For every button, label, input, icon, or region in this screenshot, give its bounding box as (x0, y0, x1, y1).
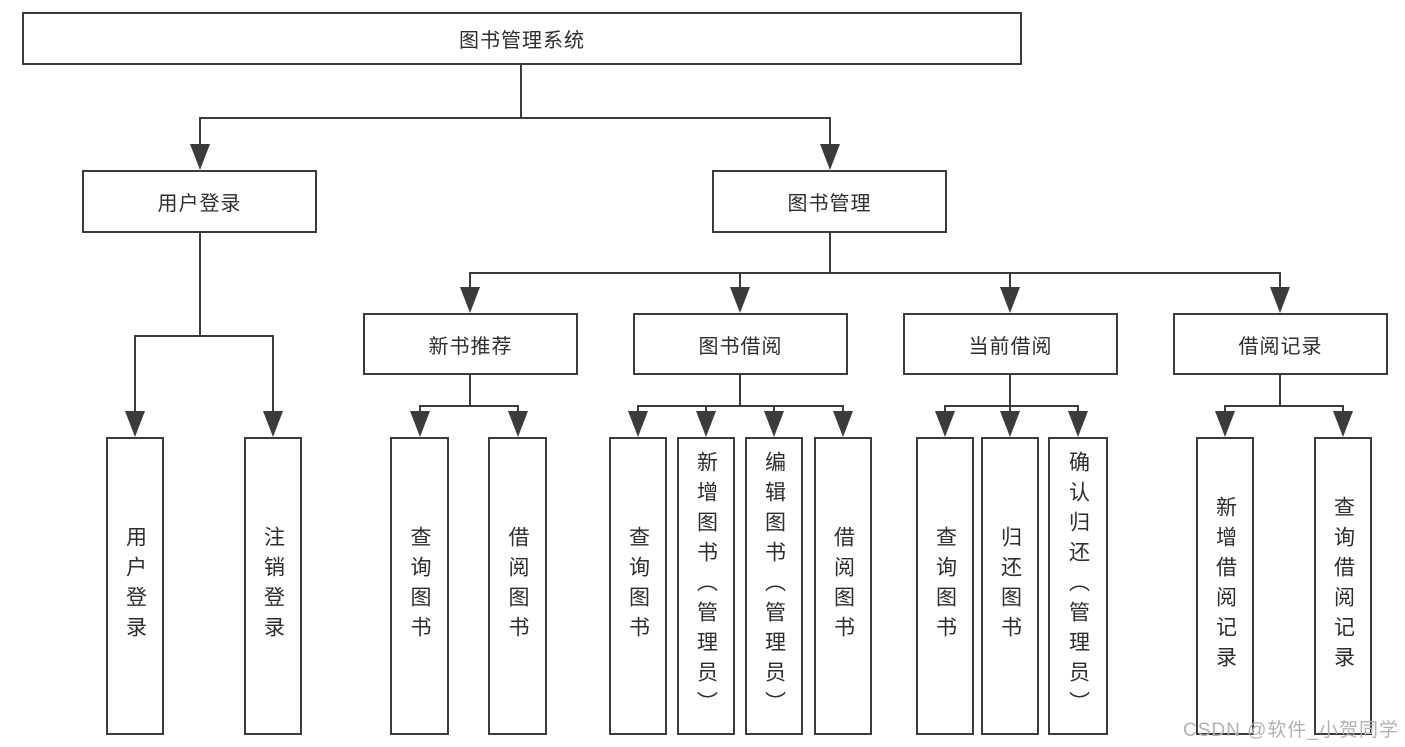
arrowhead-icon (1000, 411, 1020, 437)
leaf-query-borrow-record: 查询借阅记录 (1314, 437, 1372, 735)
connector-line (1009, 274, 1011, 289)
connector-line (469, 272, 1281, 274)
connector-line (517, 407, 519, 413)
leaf-logout-label: 注销登录 (261, 526, 285, 646)
connector-line (469, 375, 471, 406)
leaf-return-book-label: 归还图书 (998, 526, 1022, 646)
connector-line (199, 119, 201, 146)
leaf-confirm-return-label: 确认归还（管理员） (1066, 451, 1090, 721)
leaf-borrow-book-2-label: 借阅图书 (831, 526, 855, 646)
leaf-query-book-2: 查询图书 (609, 437, 667, 735)
node-new-book-rec: 新书推荐 (363, 313, 578, 375)
leaf-borrow-book-1: 借阅图书 (488, 437, 547, 735)
leaf-borrow-book-2: 借阅图书 (814, 437, 872, 735)
leaf-add-book-label: 新增图书（管理员） (694, 451, 718, 721)
connector-line (1279, 274, 1281, 289)
connector-line (739, 375, 741, 406)
leaf-return-book: 归还图书 (981, 437, 1039, 735)
arrowhead-icon (935, 411, 955, 437)
arrowhead-icon (263, 411, 283, 437)
leaf-query-book-3: 查询图书 (916, 437, 974, 735)
arrowhead-icon (833, 411, 853, 437)
arrowhead-icon (730, 287, 750, 313)
leaf-query-book-2-label: 查询图书 (626, 526, 650, 646)
connector-line (842, 407, 844, 413)
leaf-query-book-1: 查询图书 (390, 437, 449, 735)
arrowhead-icon (460, 287, 480, 313)
watermark: CSDN @软件_小贺同学 (1183, 720, 1399, 741)
node-user-login: 用户登录 (82, 170, 317, 233)
arrowhead-icon (696, 411, 716, 437)
arrowhead-icon (820, 144, 840, 170)
leaf-add-book: 新增图书（管理员） (677, 437, 735, 735)
node-book-mgmt-label: 图书管理 (787, 193, 872, 215)
connector-line (134, 335, 274, 337)
connector-line (199, 233, 201, 337)
connector-line (272, 337, 274, 413)
leaf-logout: 注销登录 (244, 437, 302, 735)
connector-line (739, 274, 741, 289)
leaf-user-login: 用户登录 (106, 437, 164, 735)
node-user-login-label: 用户登录 (157, 193, 242, 215)
connector-line (944, 407, 946, 413)
connector-line (1224, 407, 1226, 413)
arrowhead-icon (190, 144, 210, 170)
leaf-query-borrow-record-label: 查询借阅记录 (1331, 496, 1355, 676)
connector-line (944, 405, 1079, 407)
arrowhead-icon (1000, 287, 1020, 313)
leaf-query-book-1-label: 查询图书 (408, 526, 431, 646)
connector-line (1279, 375, 1281, 406)
arrowhead-icon (1068, 411, 1088, 437)
arrowhead-icon (1333, 411, 1353, 437)
leaf-confirm-return: 确认归还（管理员） (1048, 437, 1108, 735)
arrowhead-icon (1270, 287, 1290, 313)
connector-line (705, 407, 707, 413)
leaf-edit-book: 编辑图书（管理员） (745, 437, 803, 735)
node-book-borrow-label: 图书借阅 (698, 335, 783, 358)
connector-line (1342, 407, 1344, 413)
node-root: 图书管理系统 (22, 12, 1022, 65)
connector-line (773, 407, 775, 413)
arrowhead-icon (125, 411, 145, 437)
connector-line (1077, 407, 1079, 413)
node-new-book-rec-label: 新书推荐 (428, 335, 513, 358)
connector-line (637, 407, 639, 413)
arrowhead-icon (410, 411, 430, 437)
connector-line (134, 337, 136, 413)
leaf-edit-book-label: 编辑图书（管理员） (762, 451, 786, 721)
node-current-borrow: 当前借阅 (903, 313, 1118, 375)
node-book-borrow: 图书借阅 (633, 313, 848, 375)
connector-line (199, 117, 831, 119)
connector-line (419, 407, 421, 413)
arrowhead-icon (508, 411, 528, 437)
node-borrow-record-label: 借阅记录 (1238, 335, 1323, 358)
arrowhead-icon (764, 411, 784, 437)
connector-line (829, 119, 831, 146)
leaf-query-book-3-label: 查询图书 (933, 526, 957, 646)
leaf-add-borrow-record-label: 新增借阅记录 (1213, 496, 1237, 676)
leaf-add-borrow-record: 新增借阅记录 (1196, 437, 1254, 735)
connector-line (1009, 407, 1011, 413)
connector-line (469, 274, 471, 289)
connector-line (1009, 375, 1011, 406)
connector-line (419, 405, 519, 407)
node-borrow-record: 借阅记录 (1173, 313, 1388, 375)
node-current-borrow-label: 当前借阅 (968, 335, 1053, 358)
connector-line (1224, 405, 1344, 407)
leaf-user-login-label: 用户登录 (123, 526, 147, 646)
connector-line (829, 233, 831, 274)
leaf-borrow-book-1-label: 借阅图书 (506, 526, 529, 646)
arrowhead-icon (1215, 411, 1235, 437)
node-root-label: 图书管理系统 (459, 30, 585, 52)
connector-line (637, 405, 844, 407)
node-book-mgmt: 图书管理 (712, 170, 947, 233)
connector-line (520, 65, 522, 119)
arrowhead-icon (628, 411, 648, 437)
